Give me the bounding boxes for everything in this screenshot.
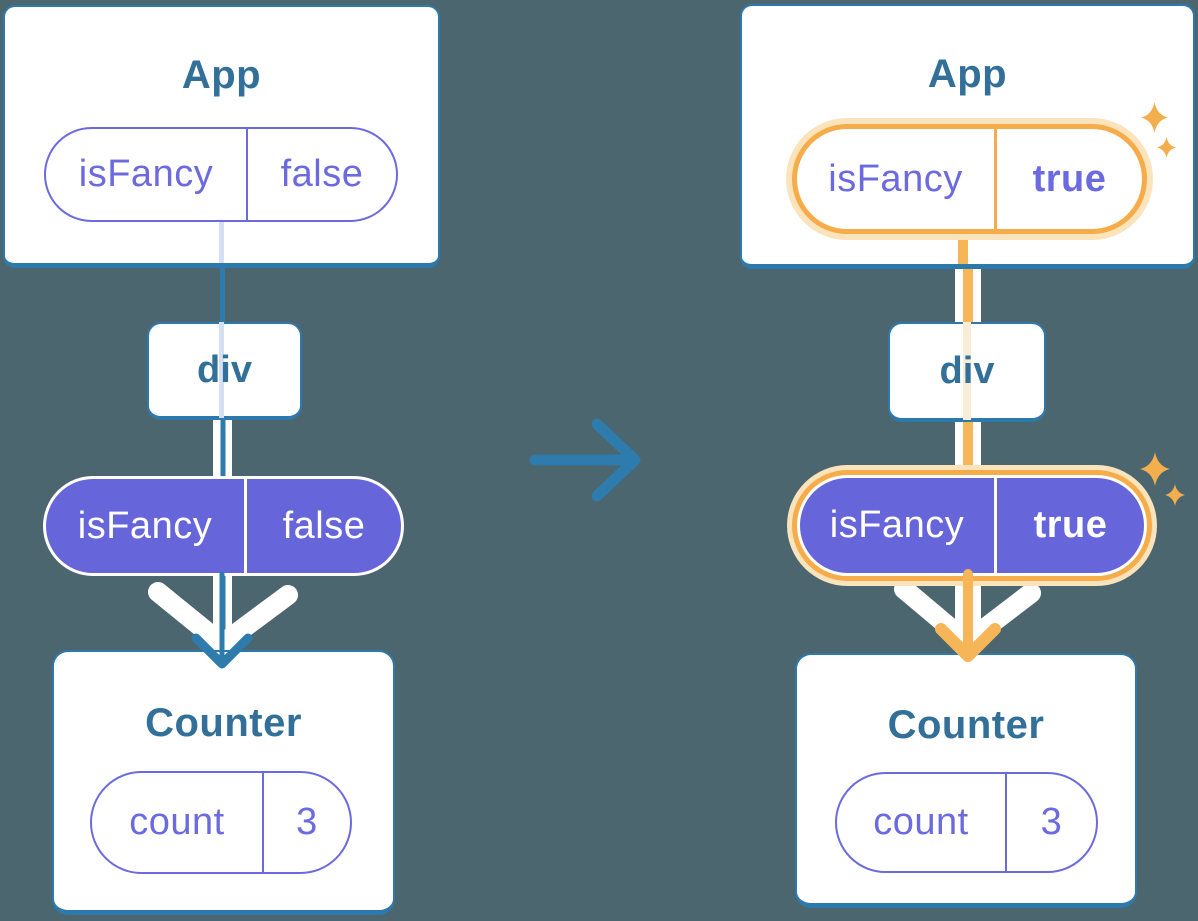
prop-flow-pipe-upper xyxy=(955,420,981,477)
app-component-card: App isFancy true xyxy=(740,4,1195,269)
app-component-card: App isFancy false xyxy=(3,5,440,268)
counter-component-card: Counter count 3 xyxy=(52,650,395,915)
connector-app-to-div xyxy=(220,266,225,324)
prop-pill-isfancy: isFancy false xyxy=(44,127,398,222)
prop-trace-line xyxy=(219,222,224,263)
sparkle-icon-large xyxy=(1140,452,1170,486)
prop-value: false xyxy=(280,153,364,195)
component-title: Counter xyxy=(145,701,302,745)
state-pill-count: count 3 xyxy=(90,771,352,874)
prop-value: true xyxy=(1032,157,1107,200)
flow-arrowhead-icon xyxy=(191,571,253,669)
prop-name: isFancy xyxy=(797,129,997,229)
prop-trace-line xyxy=(958,240,968,264)
prop-flow-pipe-top xyxy=(955,267,981,324)
prop-pill-isfancy-highlighted: isFancy true xyxy=(792,124,1147,234)
prop-name: isFancy xyxy=(46,129,248,220)
state-name: count xyxy=(837,774,1007,871)
passed-prop-pill-isfancy: isFancy false xyxy=(43,476,404,576)
component-title: Counter xyxy=(887,703,1045,747)
transition-arrow-icon xyxy=(529,418,641,502)
state-pill-count: count 3 xyxy=(835,772,1098,873)
sparkle-icon-small xyxy=(1157,137,1176,158)
div-label: div xyxy=(197,348,252,391)
prop-value: false xyxy=(282,504,366,547)
passed-prop-pill-isfancy-highlighted: isFancy true xyxy=(797,475,1147,576)
sparkle-icon-large xyxy=(1141,102,1168,133)
div-element-card: div xyxy=(147,322,302,420)
div-element-card: div xyxy=(888,322,1046,422)
component-title: App xyxy=(927,52,1008,96)
sparkle-icon-small xyxy=(1165,484,1185,506)
prop-value: true xyxy=(1033,504,1108,546)
state-value: 3 xyxy=(296,801,318,843)
state-value: 3 xyxy=(1040,801,1063,843)
prop-name: isFancy xyxy=(46,479,247,573)
state-name: count xyxy=(92,773,264,872)
flow-arrowhead-icon xyxy=(935,569,1001,662)
prop-trace-line xyxy=(963,322,971,420)
prop-name: isFancy xyxy=(800,478,997,573)
component-title: App xyxy=(181,53,262,97)
div-label: div xyxy=(939,349,995,392)
prop-flow-pipe-upper xyxy=(213,418,232,480)
counter-component-card: Counter count 3 xyxy=(795,653,1137,908)
prop-trace-line xyxy=(219,322,224,418)
